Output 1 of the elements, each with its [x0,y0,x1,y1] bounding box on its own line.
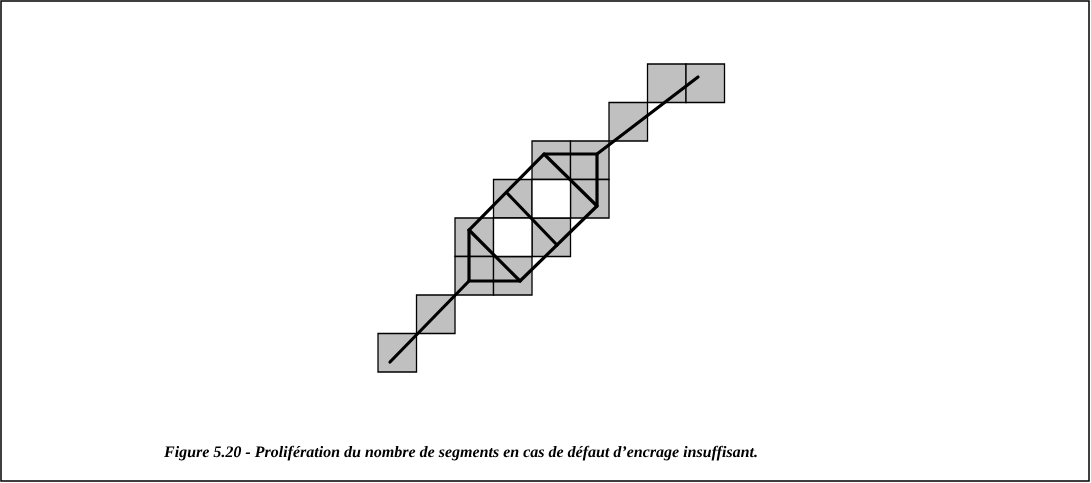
caption: Figure 5.20 - Prolifération du nombre de segments en cas de défaut d’encrage insuffisant. [164,445,757,461]
